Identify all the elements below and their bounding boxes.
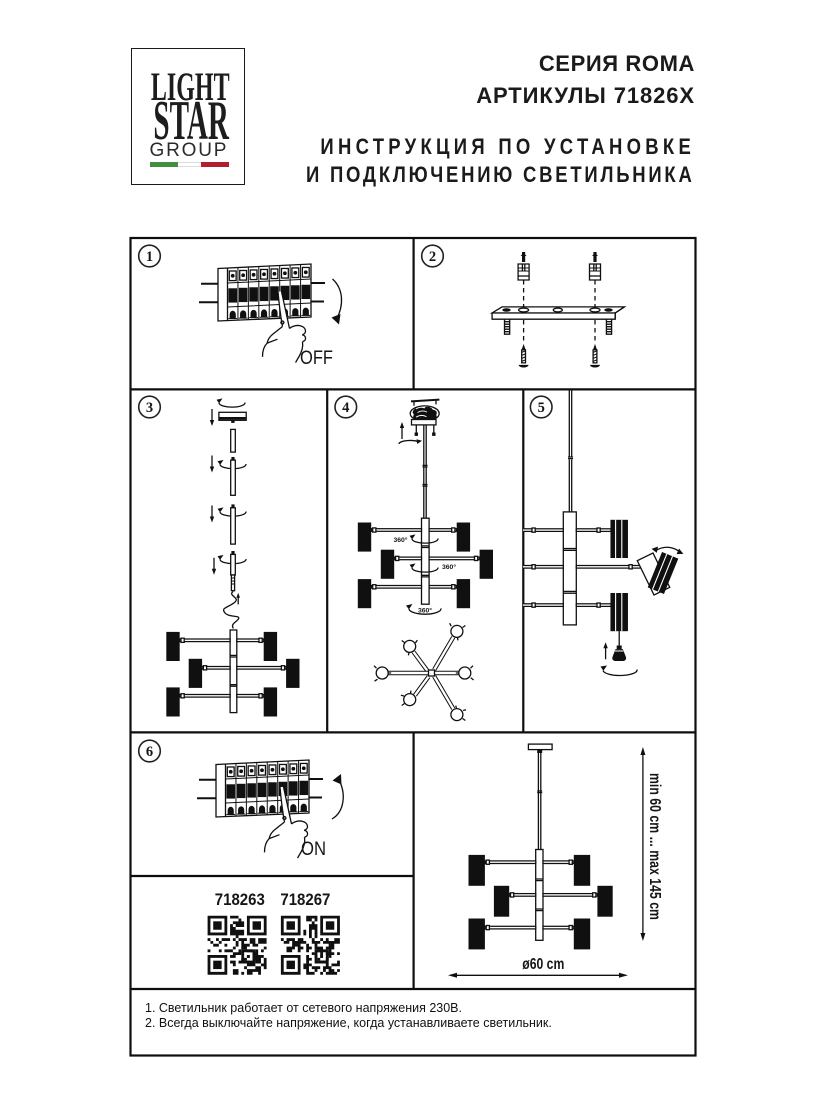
step-3-panel: 3	[137, 395, 299, 717]
step-5-badge: 5	[529, 395, 554, 419]
circuit-breaker-drawing	[195, 759, 324, 819]
rod-assembly-drawing	[165, 398, 299, 717]
chandelier-dimension-drawing	[468, 743, 613, 950]
step-5-panel: 5	[523, 390, 684, 677]
svg-text:3: 3	[145, 400, 152, 416]
svg-text:6: 6	[145, 744, 152, 760]
light-bulb-icon	[612, 645, 627, 662]
italian-flag-icon	[150, 162, 229, 167]
step-6-badge: 6	[137, 739, 161, 763]
svg-text:5: 5	[538, 400, 545, 416]
articles-title: АРТИКУЛЫ 71826X	[476, 83, 695, 108]
height-range-label: min 60 cm ... max 145 cm	[645, 773, 662, 920]
qr-code-left	[207, 915, 267, 975]
step-4-panel: 4 360°	[334, 395, 494, 722]
on-label: ON	[301, 839, 326, 860]
step-6-panel: 6 ON	[137, 739, 344, 860]
step-4-badge: 4	[334, 395, 358, 419]
step-1-panel: 1 OFF	[137, 244, 342, 369]
flag-green-stripe	[150, 162, 179, 167]
switch-up-arrow-icon	[331, 774, 344, 820]
instruction-title-line1: ИНСТРУКЦИЯ ПО УСТАНОВКЕ	[320, 134, 695, 159]
logo-word-light: LIGHT	[150, 63, 230, 109]
svg-text:4: 4	[342, 400, 349, 416]
note-line-2: 2. Всегда выключайте напряжение, когда у…	[145, 1016, 552, 1031]
article-number-right: 718267	[280, 890, 330, 909]
qr-code-right	[280, 915, 340, 975]
flag-white-stripe	[178, 162, 201, 167]
svg-text:360°: 360°	[418, 607, 432, 615]
diameter-dimension-arrow	[447, 973, 628, 979]
step-2-panel: 2	[420, 244, 627, 369]
logo-word-group: GROUP	[149, 139, 229, 161]
safety-notes: 1. Светильник работает от сетевого напря…	[145, 1001, 552, 1031]
series-title: СЕРИЯ ROMA	[538, 51, 695, 76]
height-dimension-arrow	[639, 747, 645, 942]
step-2-badge: 2	[420, 244, 444, 268]
dimensions-panel: min 60 cm ... max 145 cm ø60 cm	[447, 743, 662, 979]
step-1-badge: 1	[137, 244, 161, 268]
chandelier-hanging-drawing: 360° 360° 360°	[357, 398, 494, 616]
brand-logo: LIGHT STAR GROUP	[131, 48, 245, 185]
note-line-1: 1. Светильник работает от сетевого напря…	[145, 1001, 462, 1015]
chandelier-top-view-drawing	[373, 623, 475, 722]
instruction-title-line2: И ПОДКЛЮЧЕНИЮ СВЕТИЛЬНИКА	[306, 162, 695, 187]
circuit-breaker-drawing	[197, 263, 326, 322]
svg-text:2: 2	[428, 249, 435, 265]
off-label: OFF	[300, 348, 333, 369]
switch-down-arrow-icon	[331, 278, 342, 325]
shade-adjust-drawing	[523, 390, 684, 677]
svg-text:360°: 360°	[394, 536, 408, 544]
diameter-label: ø60 cm	[522, 956, 564, 973]
bracket-mounting-drawing	[489, 251, 627, 369]
article-number-left: 718263	[214, 890, 264, 909]
flag-red-stripe	[200, 162, 229, 167]
svg-text:1: 1	[145, 249, 152, 265]
svg-text:360°: 360°	[442, 563, 456, 571]
step-3-badge: 3	[137, 395, 161, 419]
article-qr-panel: 718263 718267	[207, 890, 340, 975]
